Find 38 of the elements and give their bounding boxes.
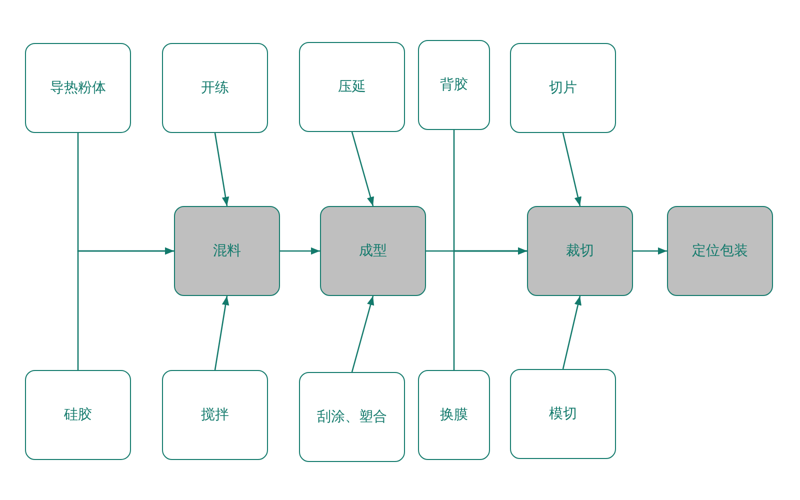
- arrow: [633, 247, 667, 255]
- node-label: 开练: [201, 79, 229, 97]
- node-label: 裁切: [566, 242, 594, 260]
- arrow: [77, 247, 174, 370]
- node-label: 换膜: [440, 406, 468, 424]
- arrow: [280, 247, 320, 255]
- input-box: [25, 43, 131, 133]
- input-box: [25, 370, 131, 460]
- node-label: 混料: [213, 242, 241, 260]
- node-label: 切片: [549, 79, 577, 97]
- node-label: 定位包装: [692, 242, 748, 260]
- process-box: [174, 206, 280, 296]
- arrow: [214, 296, 230, 370]
- input-box: [510, 43, 616, 133]
- arrow: [562, 296, 582, 370]
- input-box: [162, 43, 268, 133]
- node-label: 背胶: [440, 76, 468, 94]
- input-box: [162, 370, 268, 460]
- arrow: [214, 132, 230, 206]
- node-label: 成型: [359, 242, 387, 260]
- input-box: [418, 40, 490, 130]
- input-box: [299, 42, 405, 132]
- input-box: [299, 372, 405, 462]
- node-label: 导热粉体: [50, 79, 106, 97]
- process-box: [667, 206, 773, 296]
- arrow: [453, 247, 527, 370]
- process-box: [320, 206, 426, 296]
- node-label: 硅胶: [64, 406, 92, 424]
- node-label: 搅拌: [201, 406, 229, 424]
- node-label: 刮涂、塑合: [317, 408, 387, 426]
- arrow: [351, 132, 374, 206]
- process-box: [527, 206, 633, 296]
- input-box: [418, 370, 490, 460]
- arrow: [351, 296, 374, 372]
- node-label: 模切: [549, 405, 577, 423]
- arrow: [562, 132, 582, 206]
- node-label: 压延: [338, 78, 366, 96]
- input-box: [510, 369, 616, 459]
